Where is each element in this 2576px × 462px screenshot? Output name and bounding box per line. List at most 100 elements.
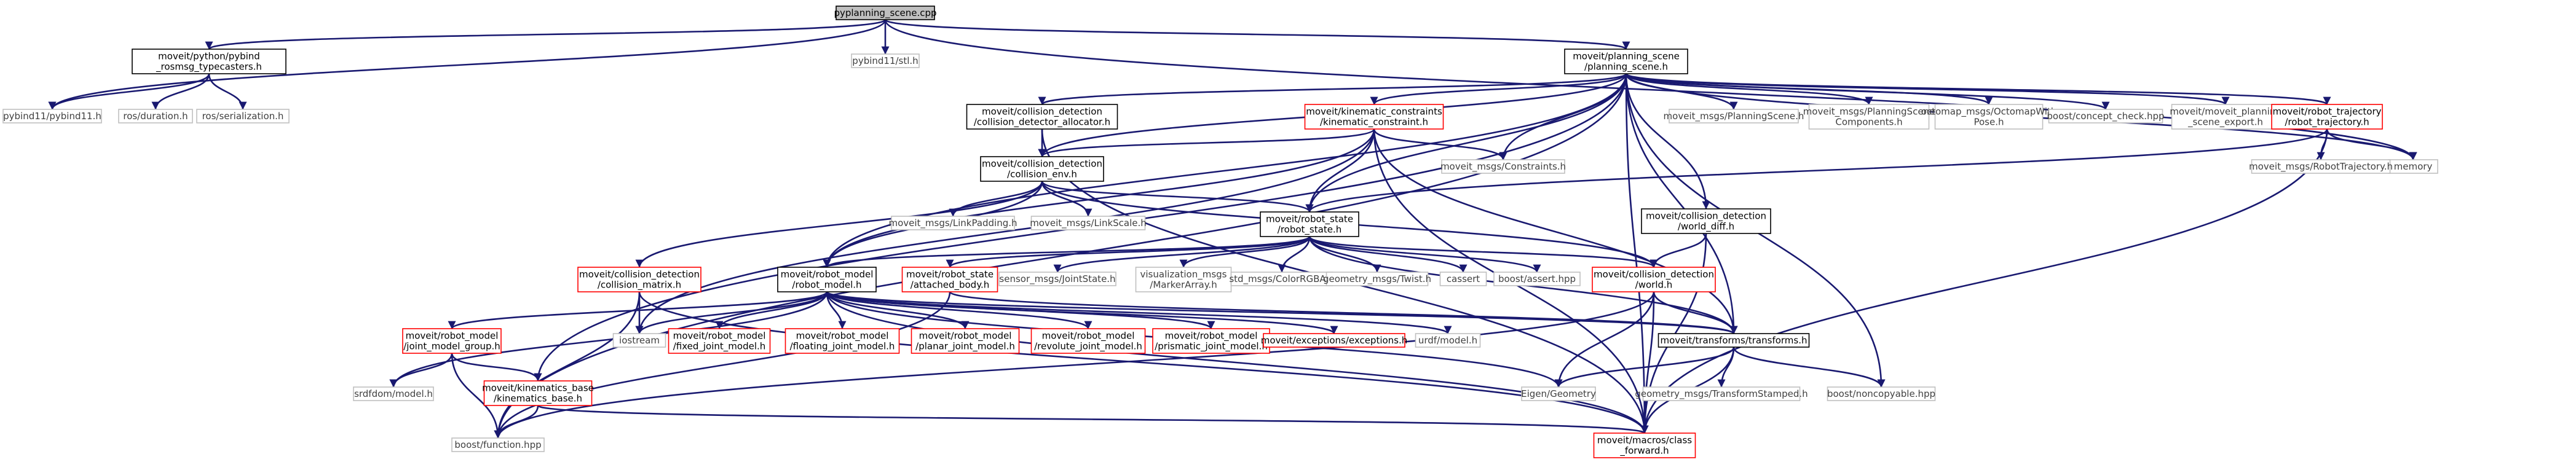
- node-box: [784, 328, 900, 354]
- node-iostream[interactable]: iostream: [612, 333, 666, 348]
- node-robot-trajectory[interactable]: moveit/robot_trajectory/robot_trajectory…: [2271, 104, 2383, 130]
- node-label: _rosmsg_typecasters.h: [156, 61, 262, 73]
- node-box: [1030, 216, 1146, 230]
- node-label: moveit/python/pybind: [158, 51, 260, 62]
- node-label: /collision_detector_allocator.h: [974, 117, 1110, 128]
- node-ros-duration[interactable]: ros/duration.h: [118, 109, 193, 123]
- node-pyplanning-scene[interactable]: pyplanning_scene.cpp: [834, 6, 937, 20]
- node-label: /MarkerArray.h: [1150, 280, 1217, 291]
- node-box: [612, 333, 666, 348]
- node-label: /floating_joint_model.h: [790, 341, 895, 353]
- node-urdf-model[interactable]: urdf/model.h: [1415, 333, 1481, 348]
- edge-pyplanning_scene-to-planning_scene: [884, 18, 1630, 50]
- node-label: Pose.h: [1973, 117, 2004, 128]
- node-label: moveit_msgs/PlanningScene: [1803, 106, 1935, 118]
- node-label: srdfdom/model.h: [354, 388, 433, 399]
- node-box: [1642, 386, 1801, 401]
- node-msg-link-padding[interactable]: moveit_msgs/LinkPadding.h: [888, 216, 1017, 230]
- node-collision-matrix[interactable]: moveit/collision_detection/collision_mat…: [577, 267, 701, 292]
- node-label: moveit/collision_detection: [1646, 211, 1766, 222]
- node-label: iostream: [619, 335, 660, 346]
- node-box: [1135, 267, 1232, 292]
- node-label: boost/concept_check.hpp: [2047, 111, 2164, 122]
- node-pybind11-stl[interactable]: pybind11/stl.h: [851, 53, 920, 68]
- node-floating-joint[interactable]: moveit/robot_model/floating_joint_model.…: [784, 328, 900, 354]
- node-box: [1564, 49, 1688, 74]
- node-sensor-joint-state[interactable]: sensor_msgs/JointState.h: [998, 272, 1116, 286]
- node-pybind-typecasters[interactable]: moveit/python/pybind_rosmsg_typecasters.…: [132, 49, 286, 74]
- node-world-diff[interactable]: moveit/collision_detection/world_diff.h: [1641, 208, 1771, 234]
- edge-robot_model-to-urdf_model: [826, 291, 1452, 335]
- edge-kinematic_constraint-to-robot_model: [823, 128, 1375, 268]
- node-transforms[interactable]: moveit/transforms/transforms.h: [1657, 333, 1810, 348]
- edge-collision_env-to-robot_state: [1041, 181, 1314, 213]
- edge-joint_model_group-to-boost_function: [451, 353, 502, 439]
- node-label: moveit_msgs/PlanningScene.h: [1664, 111, 1804, 122]
- edge-planning_scene-to-robot_trajectory: [1625, 72, 2331, 106]
- node-msg-robot-traj[interactable]: moveit_msgs/RobotTrajectory.h: [2249, 159, 2393, 174]
- node-pybind11[interactable]: pybind11/pybind11.h: [2, 109, 102, 123]
- node-boost-assert[interactable]: boost/assert.hpp: [1493, 272, 1581, 286]
- node-label: _scene_export.h: [2187, 117, 2263, 128]
- node-eigen-geometry[interactable]: Eigen/Geometry: [1521, 386, 1596, 401]
- edge-planning_scene-to-cd_allocator: [1038, 72, 1627, 106]
- node-robot-model[interactable]: moveit/robot_model/robot_model.h: [777, 267, 877, 292]
- node-exceptions[interactable]: moveit/exceptions/exceptions.h: [1261, 333, 1408, 348]
- node-label: /robot_trajectory.h: [2285, 117, 2369, 128]
- node-box: [911, 328, 1020, 354]
- node-box: [451, 437, 545, 452]
- node-planning-scene[interactable]: moveit/planning_scene/planning_scene.h: [1564, 49, 1688, 74]
- node-label: moveit/robot_model: [1042, 331, 1135, 342]
- node-memory[interactable]: memory: [2388, 159, 2438, 174]
- node-cd-allocator[interactable]: moveit/collision_detection/collision_det…: [966, 104, 1118, 130]
- node-prismatic-joint[interactable]: moveit/robot_model/prismatic_joint_model…: [1152, 328, 1270, 354]
- node-label: /collision_env.h: [1007, 169, 1077, 181]
- node-kinematic-constraint[interactable]: moveit/kinematic_constraints/kinematic_c…: [1304, 104, 1444, 130]
- node-ps-export[interactable]: moveit/moveit_planning_scene_export.h: [2170, 104, 2282, 130]
- node-transform-stamped[interactable]: geometry_msgs/TransformStamped.h: [1635, 386, 1808, 401]
- edge-robot_model-to-revolute_joint: [826, 291, 1092, 329]
- edge-planning_scene-to-ps_export: [1625, 72, 2230, 106]
- node-label: /prismatic_joint_model.h: [1155, 341, 1268, 353]
- node-msg-planning-scene[interactable]: moveit_msgs/PlanningScene.h: [1664, 109, 1804, 123]
- node-label: /planning_scene.h: [1584, 61, 1668, 73]
- node-srdfdom[interactable]: srdfdom/model.h: [353, 386, 434, 401]
- node-label: moveit/robot_model: [781, 269, 874, 281]
- node-msg-link-scale[interactable]: moveit_msgs/LinkScale.h: [1030, 216, 1147, 230]
- edge-collision_matrix-to-class_forward: [638, 291, 1649, 434]
- node-box: [1808, 104, 1930, 130]
- node-box: [353, 386, 434, 401]
- node-planar-joint[interactable]: moveit/robot_model/planar_joint_model.h: [911, 328, 1020, 354]
- node-fixed-joint[interactable]: moveit/robot_model/fixed_joint_model.h: [668, 328, 771, 354]
- node-kinematics-base[interactable]: moveit/kinematics_base/kinematics_base.h: [482, 380, 594, 406]
- node-class-forward[interactable]: moveit/macros/class_forward.h: [1593, 433, 1696, 458]
- node-ros-serialization[interactable]: ros/serialization.h: [196, 109, 290, 123]
- edge-robot_model-to-class_forward: [826, 291, 1649, 434]
- node-boost-function[interactable]: boost/function.hpp: [451, 437, 545, 452]
- node-label: ros/duration.h: [123, 111, 188, 122]
- node-cassert[interactable]: cassert: [1439, 272, 1487, 286]
- node-box: [402, 328, 502, 354]
- edge-pyplanning_scene-to-pybind_typecasters: [205, 18, 887, 50]
- node-box: [1439, 272, 1487, 286]
- node-color-rgba[interactable]: std_msgs/ColorRGBA.h: [1229, 272, 1335, 286]
- node-boost-concept[interactable]: boost/concept_check.hpp: [2047, 109, 2165, 123]
- node-label: moveit/robot_model: [406, 331, 499, 342]
- edge-planning_scene-to-msg_ps_components: [1625, 73, 1873, 105]
- node-twist[interactable]: geometry_msgs/Twist.h: [1323, 272, 1431, 286]
- node-label: /planar_joint_model.h: [915, 341, 1015, 353]
- node-msg-constraints[interactable]: moveit_msgs/Constraints.h: [1440, 159, 1566, 174]
- node-attached-body[interactable]: moveit/robot_state/attached_body.h: [901, 267, 998, 292]
- node-joint-model-group[interactable]: moveit/robot_model/joint_model_group.h: [402, 328, 502, 354]
- node-box: [132, 49, 286, 74]
- node-label: moveit/collision_detection: [579, 269, 700, 281]
- node-collision-env[interactable]: moveit/collision_detection/collision_env…: [980, 156, 1104, 182]
- node-world[interactable]: moveit/collision_detection/world.h: [1592, 267, 1716, 292]
- node-marker-array[interactable]: visualization_msgs/MarkerArray.h: [1135, 267, 1232, 292]
- edge-pybind_typecasters-to-pybind11: [48, 73, 210, 110]
- node-boost-noncopyable[interactable]: boost/noncopyable.hpp: [1827, 386, 1936, 401]
- node-revolute-joint[interactable]: moveit/robot_model/revolute_joint_model.…: [1030, 328, 1146, 354]
- node-robot-state[interactable]: moveit/robot_state/robot_state.h: [1260, 211, 1359, 237]
